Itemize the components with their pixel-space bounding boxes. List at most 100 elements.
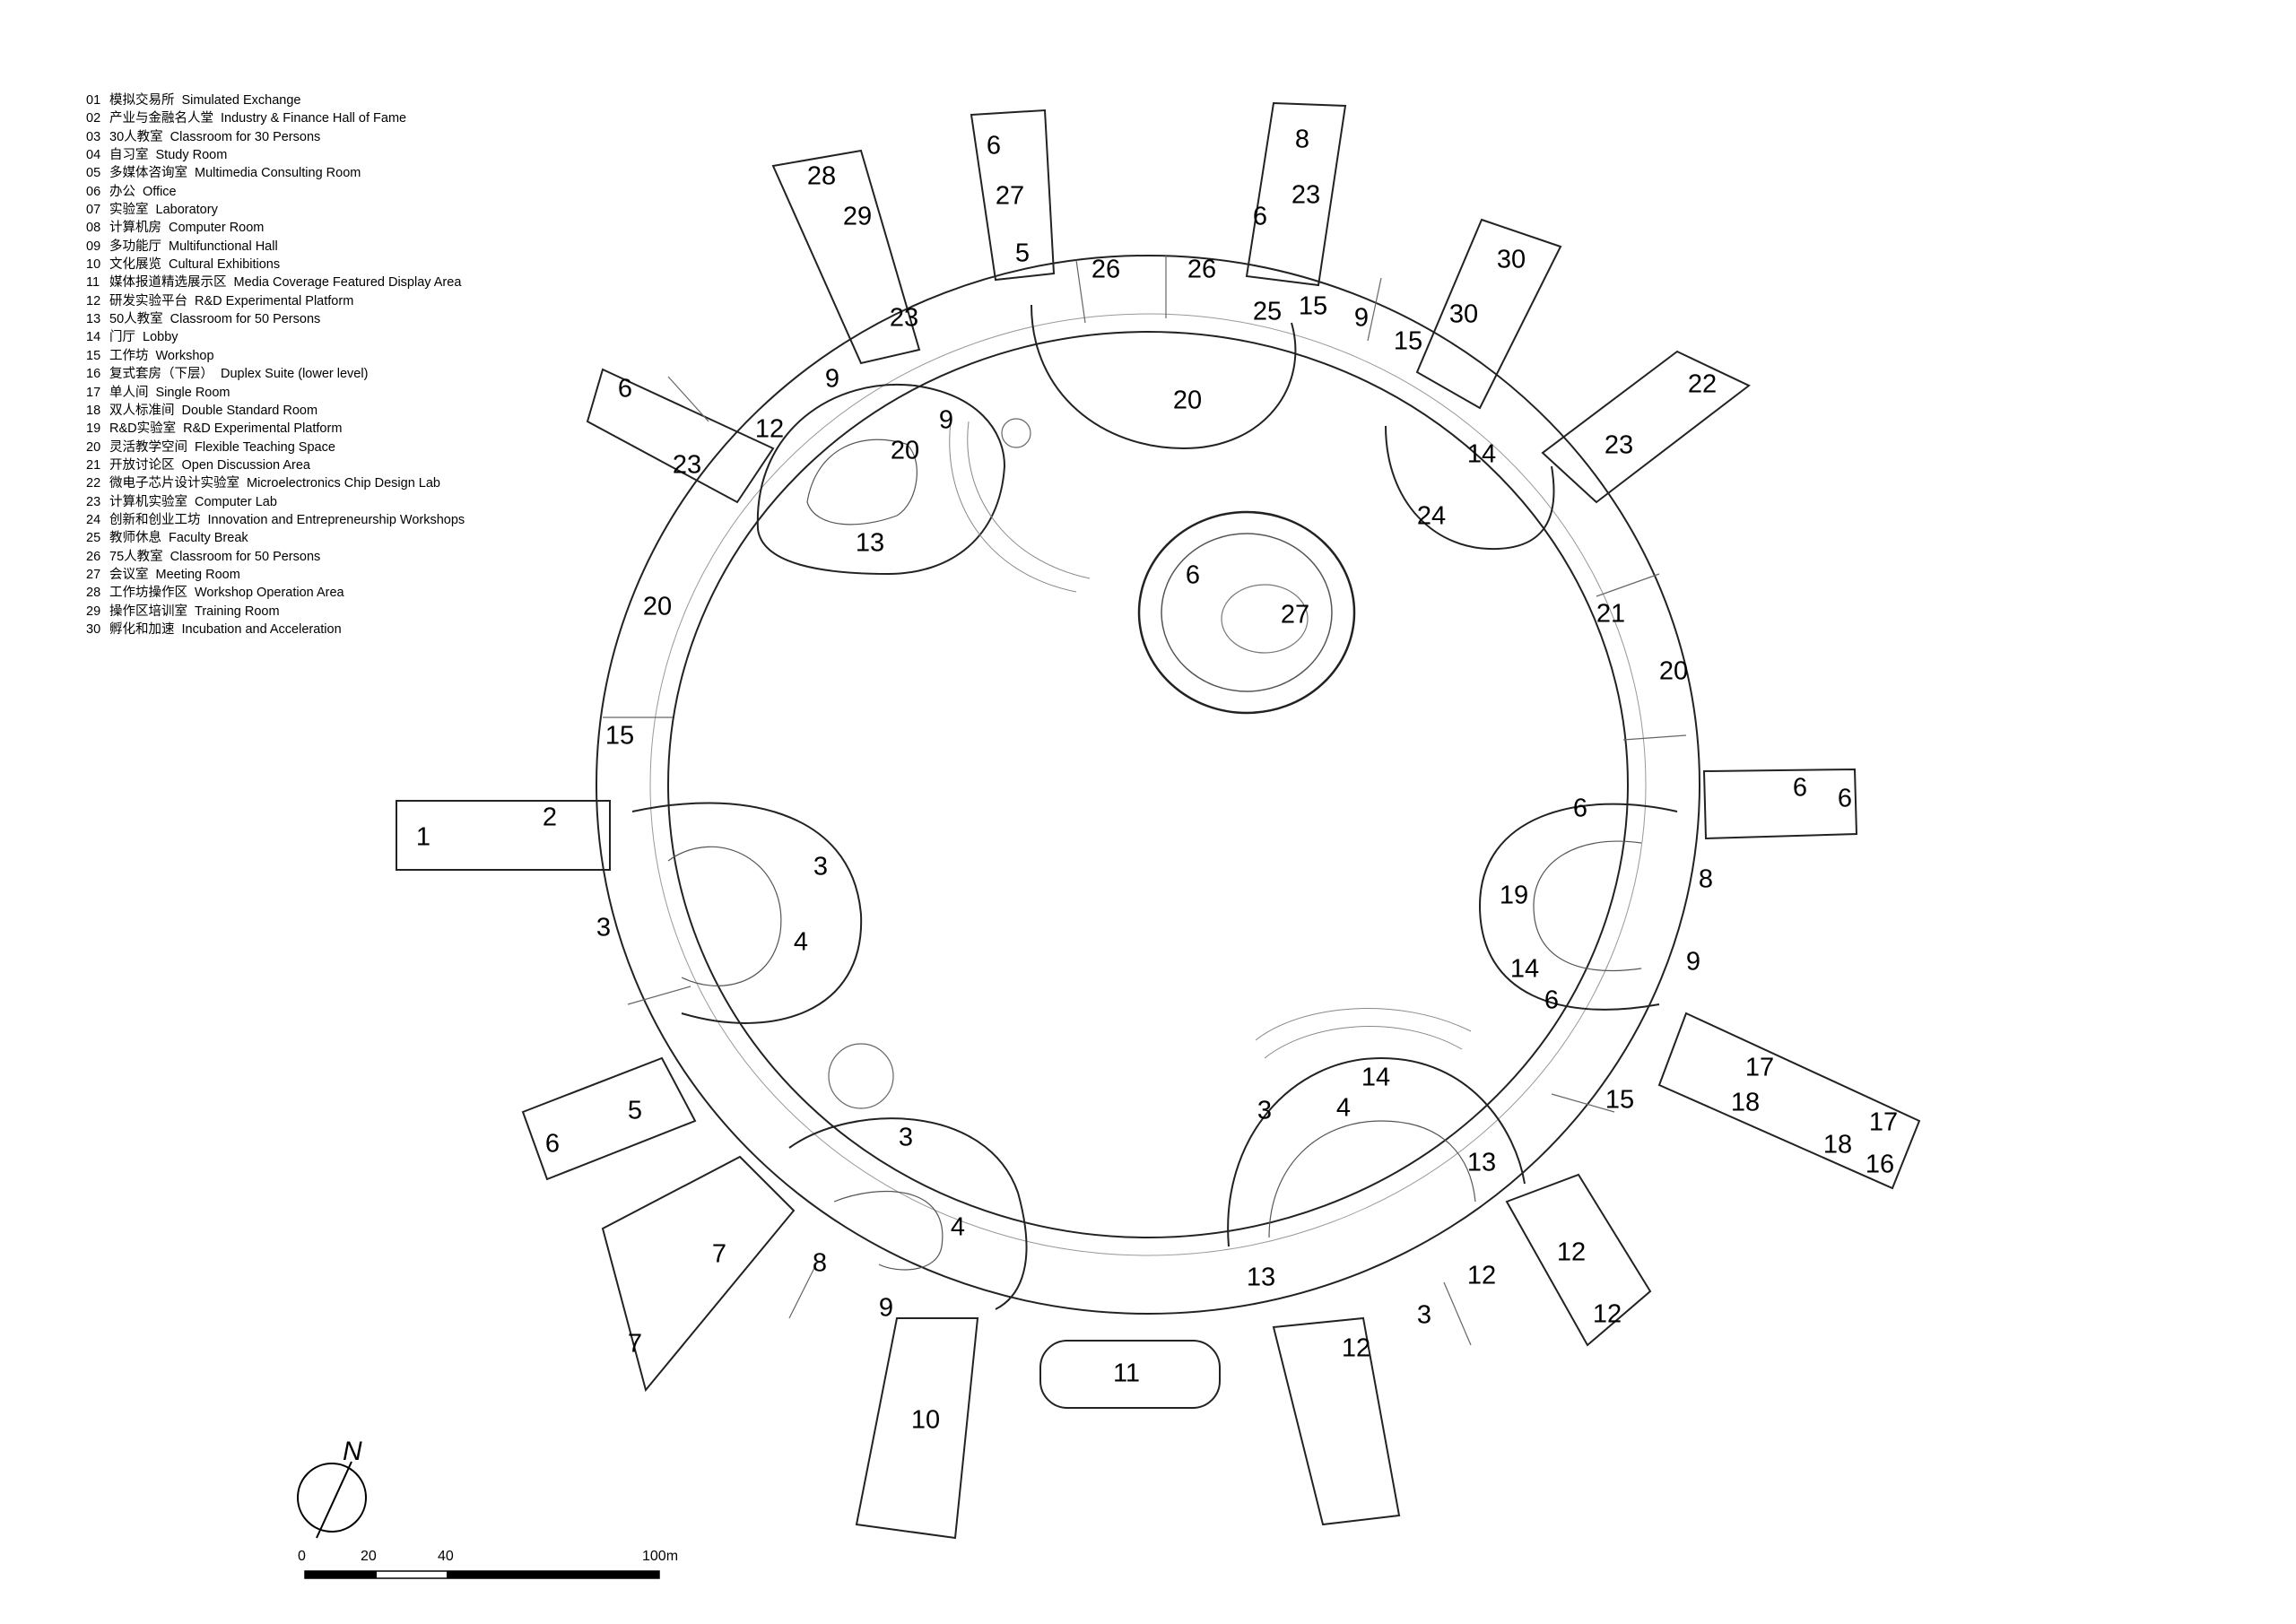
legend-chinese: 操作区培训室 (109, 604, 187, 619)
room-number-label: 19 (1500, 881, 1528, 910)
legend-number: 19 (86, 421, 101, 437)
room-number-label: 14 (1361, 1064, 1390, 1092)
room-number-label: 1 (416, 823, 430, 852)
legend-english: Classroom for 30 Persons (170, 129, 321, 144)
legend-number: 27 (86, 567, 101, 582)
legend-chinese: 会议室 (109, 567, 149, 582)
legend-number: 24 (86, 512, 101, 527)
ring-inner (667, 331, 1629, 1238)
room-number-label: 9 (825, 365, 839, 394)
lobe-sw (788, 1117, 1028, 1310)
room-number-label: 21 (1596, 600, 1625, 629)
room-number-label: 6 (987, 132, 1001, 161)
legend-number: 08 (86, 221, 101, 236)
legend-chinese: 开放讨论区 (109, 457, 175, 473)
legend-english: Simulated Exchange (181, 93, 301, 108)
legend-chinese: 办公 (109, 184, 135, 199)
room-number-label: 3 (1417, 1301, 1431, 1330)
room-number-label: 6 (1186, 561, 1200, 590)
legend-chinese: 双人标准间 (109, 403, 175, 418)
legend-number: 17 (86, 385, 101, 400)
wing-12-e (1505, 1173, 1652, 1347)
legend-number: 28 (86, 586, 101, 601)
room-number-label: 6 (1838, 785, 1852, 813)
legend-chinese: 媒体报道精选展示区 (109, 275, 227, 291)
legend-chinese: 实验室 (109, 203, 149, 218)
legend-number: 15 (86, 348, 101, 363)
legend-english: Meeting Room (155, 567, 240, 582)
room-number-label: 3 (813, 853, 828, 881)
wing-7 (601, 1155, 796, 1393)
legend-english: Innovation and Entrepreneurship Workshop… (207, 512, 465, 527)
legend-english: Computer Lab (195, 494, 277, 509)
room-number-label: 23 (1292, 181, 1320, 210)
legend-chinese: 创新和创业工坊 (109, 512, 201, 527)
wing-6-e (1702, 768, 1858, 840)
scale-label-100m: 100m (642, 1549, 679, 1564)
room-number-label: 12 (1593, 1300, 1622, 1329)
room-number-label: 30 (1497, 246, 1526, 274)
legend-chinese: 多媒体咨询室 (109, 166, 187, 181)
legend-chinese: 自习室 (109, 148, 149, 163)
room-number-label: 13 (856, 529, 884, 558)
legend-english: Office (143, 184, 177, 199)
legend-chinese: 计算机实验室 (109, 494, 187, 509)
room-number-label: 15 (605, 722, 634, 751)
legend-item: 08 计算机房 Computer Room (86, 219, 465, 237)
legend-number: 23 (86, 494, 101, 509)
legend-number: 05 (86, 166, 101, 181)
wing-1 (396, 800, 611, 871)
legend-english: Microelectronics Chip Design Lab (247, 476, 440, 491)
room-number-label: 14 (1510, 955, 1539, 984)
room-number-label: 29 (843, 203, 872, 231)
legend-number: 18 (86, 403, 101, 418)
wing-10 (855, 1317, 979, 1540)
room-number-label: 13 (1467, 1149, 1496, 1177)
room-number-label: 24 (1417, 502, 1446, 531)
room-number-label: 27 (996, 182, 1024, 211)
legend-chinese: 复式套房（下层） (109, 367, 213, 382)
legend-number: 10 (86, 257, 101, 273)
room-number-label: 8 (1699, 865, 1713, 894)
legend-english: Multifunctional Hall (169, 239, 278, 254)
wing-6-nw (586, 368, 775, 504)
legend-english: Training Room (195, 604, 280, 619)
north-arrow-icon (297, 1461, 367, 1539)
room-number-label: 13 (1247, 1264, 1275, 1292)
legend-number: 29 (86, 604, 101, 619)
legend-chinese: 50人教室 (109, 312, 163, 327)
legend-chinese: 研发实验平台 (109, 293, 187, 308)
wing-30 (1415, 218, 1562, 410)
legend-english: R&D Experimental Platform (195, 293, 354, 308)
room-number-label: 10 (911, 1406, 940, 1435)
room-number-label: 25 (1253, 298, 1282, 326)
lobe-se (1227, 1056, 1526, 1247)
legend-chinese: 产业与金融名人堂 (109, 111, 213, 126)
legend-english: Industry & Finance Hall of Fame (221, 111, 407, 126)
room-number-label: 22 (1688, 370, 1717, 399)
room-number-label: 20 (1659, 657, 1688, 686)
legend-chinese: 门厅 (109, 330, 135, 345)
legend-english: Faculty Break (169, 531, 248, 546)
room-number-label: 9 (879, 1294, 893, 1323)
room-number-label: 6 (1793, 774, 1807, 803)
room-number-label: 12 (1557, 1238, 1586, 1267)
legend-number: 14 (86, 330, 101, 345)
scale-label-40: 40 (438, 1549, 454, 1564)
room-number-label: 9 (939, 406, 953, 435)
legend-number: 26 (86, 549, 101, 564)
legend-chinese: 计算机房 (109, 221, 161, 236)
legend-english: Computer Room (169, 221, 265, 236)
room-number-label: 14 (1467, 440, 1496, 469)
legend-chinese: 文化展览 (109, 257, 161, 273)
